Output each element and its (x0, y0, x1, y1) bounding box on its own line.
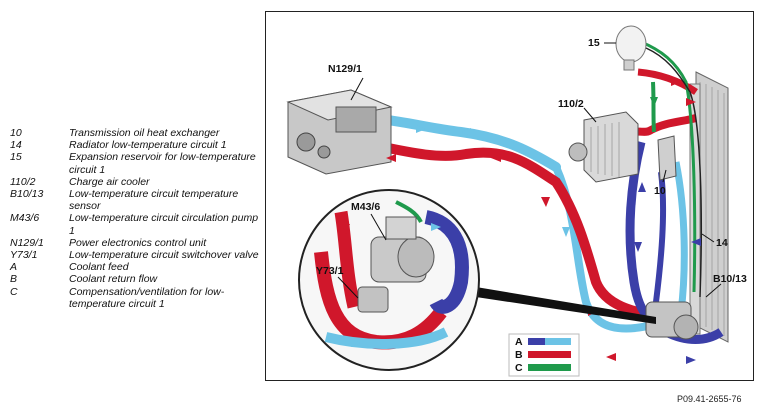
label-n129-1: N129/1 (328, 63, 362, 75)
legend-row: N129/1 Power electronics control unit (10, 237, 265, 249)
legend-row: A Coolant feed (10, 261, 265, 273)
legend-desc: Low-temperature circuit switchover valve (69, 249, 259, 262)
label-110-2: 110/2 (558, 98, 584, 110)
key-a-label: A (515, 336, 523, 348)
expansion-reservoir-15 (615, 25, 647, 71)
key-a-swatch-dark (528, 338, 545, 345)
leader-lines (337, 42, 722, 299)
legend-row: C Compensation/ventilation for low-tempe… (10, 286, 265, 310)
key-b-label: B (515, 349, 523, 361)
legend-key: A (10, 261, 18, 274)
coolant-circuit-diagram: N129/1 15 110/2 10 14 B10/13 M43/6 Y73/1… (286, 25, 747, 377)
key-c-swatch (528, 364, 571, 371)
label-14: 14 (716, 237, 728, 249)
legend-desc: Low-temperature circuit circulation pump… (69, 212, 259, 237)
legend-key: C (10, 285, 18, 298)
coolant-circuit-figure: N129/1 15 110/2 10 14 B10/13 M43/6 Y73/1… (265, 11, 754, 381)
color-key: A B C (508, 333, 580, 377)
legend-key: B (10, 273, 18, 286)
charge-air-cooler-110-2 (568, 111, 639, 183)
label-y73-1: Y73/1 (316, 265, 344, 277)
legend-desc: Coolant return flow (69, 273, 158, 286)
legend-key: 14 (10, 139, 22, 152)
legend-key: M43/6 (10, 212, 40, 225)
legend-key: 110/2 (10, 175, 36, 188)
transmission-oil-heat-exchanger-10 (657, 135, 677, 181)
legend-key: 10 (10, 127, 22, 139)
key-c-label: C (515, 362, 523, 374)
label-b10-13: B10/13 (713, 273, 747, 285)
legend-row: 15 Expansion reservoir for low-temperatu… (10, 151, 265, 175)
legend-desc: Coolant feed (69, 261, 129, 274)
legend-row: B Coolant return flow (10, 273, 265, 285)
legend-key: Y73/1 (10, 249, 38, 262)
label-15: 15 (588, 37, 600, 49)
legend-key: 15 (10, 151, 22, 164)
legend-row: Y73/1 Low-temperature circuit switchover… (10, 249, 265, 261)
label-m43-6: M43/6 (351, 201, 380, 213)
pump-m43-6 (370, 216, 435, 283)
figure-code: P09.41-2655-76 (677, 394, 742, 404)
legend-row: M43/6 Low-temperature circuit circulatio… (10, 212, 265, 236)
label-10: 10 (654, 185, 666, 197)
legend-desc: Expansion reservoir for low-temperature … (69, 151, 256, 176)
zoom-connector (476, 287, 656, 324)
legend-row: 14 Radiator low-temperature circuit 1 (10, 139, 265, 151)
key-b-swatch (528, 351, 571, 358)
valve-y73-1 (357, 286, 389, 313)
flow-arrows (386, 78, 701, 364)
pump-assembly (645, 301, 699, 340)
legend-desc: Radiator low-temperature circuit 1 (69, 139, 227, 152)
detail-inset (298, 189, 480, 371)
legend-list: 10 Transmission oil heat exchanger 14 Ra… (10, 127, 265, 310)
legend-desc: Low-temperature circuit temperature sens… (69, 188, 239, 213)
legend-desc: Power electronics control unit (69, 236, 207, 249)
legend-desc: Transmission oil heat exchanger (69, 127, 220, 139)
legend-key: B10/13 (10, 188, 44, 201)
legend-row: 110/2 Charge air cooler (10, 176, 265, 188)
legend-row: 10 Transmission oil heat exchanger (10, 127, 265, 139)
legend-desc: Charge air cooler (69, 175, 150, 188)
key-a-swatch-light (545, 338, 571, 345)
power-electronics-n129-1 (286, 89, 393, 175)
legend-desc: Compensation/ventilation for low-tempera… (69, 285, 225, 310)
legend-row: B10/13 Low-temperature circuit temperatu… (10, 188, 265, 212)
legend-key: N129/1 (10, 236, 44, 249)
